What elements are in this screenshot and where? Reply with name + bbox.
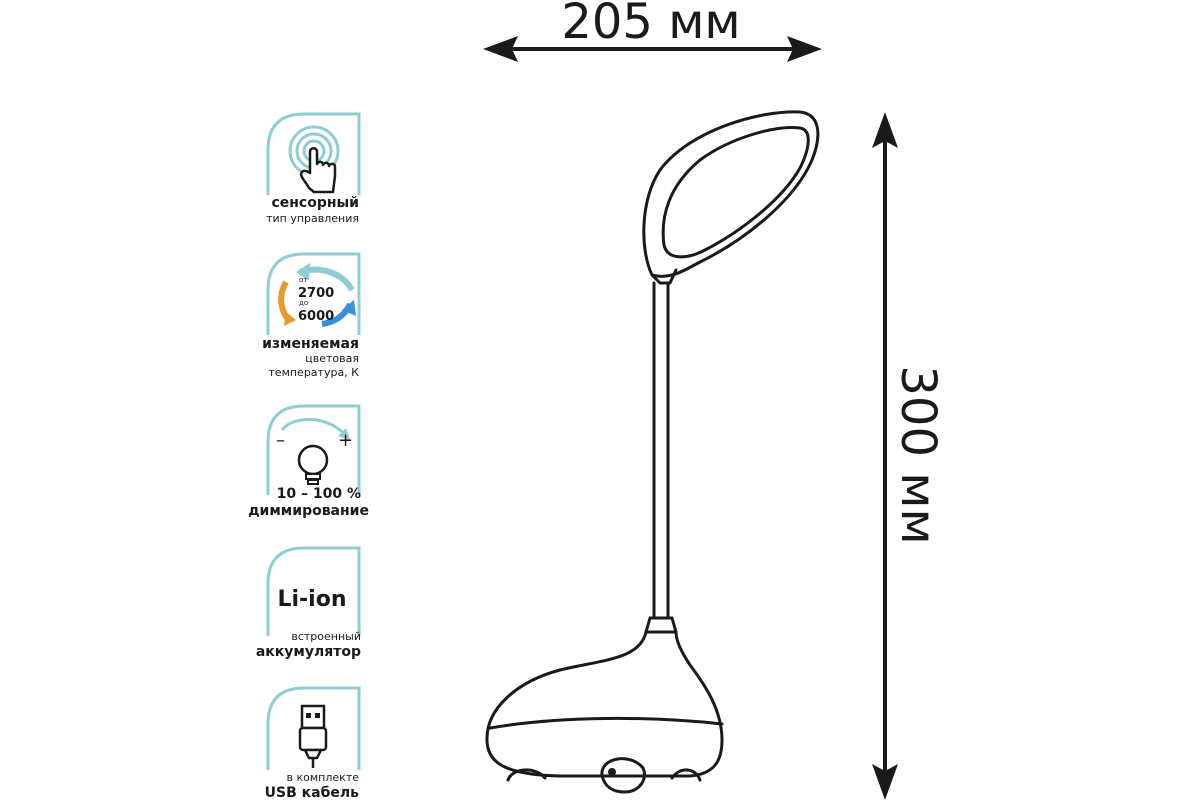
feature-touch-control: сенсорный тип управления [266, 112, 361, 225]
width-label: 205 мм [561, 0, 740, 50]
arrow-left-icon [483, 36, 518, 62]
feature-battery-line1: встроенный [291, 630, 361, 643]
dimming-minus: – [276, 430, 285, 451]
usb-cable-icon [298, 704, 328, 768]
feature-color-temperature: от 2700 до 6000 изменяемая цветовая темп… [262, 252, 361, 379]
feature-dimming-range: 10 – 100 % [277, 486, 361, 502]
feature-dimming-title: диммирование [248, 503, 369, 519]
lamp-collar [644, 616, 678, 634]
feature-battery-title: аккумулятор [256, 644, 361, 660]
feature-battery: Li-ion встроенный аккумулятор [256, 546, 361, 660]
color-temperature-icon: от 2700 до 6000 [278, 263, 356, 327]
arrow-up-icon [872, 112, 898, 148]
feature-usb-line1: в комплекте [287, 771, 360, 784]
lamp-foot-left [506, 768, 547, 782]
lamp-base [485, 630, 724, 778]
height-dimension: 300 мм [872, 112, 946, 800]
temp-from-value: 2700 [298, 286, 334, 301]
feature-temperature-line2: цветовая [305, 352, 359, 365]
feature-touch-subtitle: тип управления [266, 212, 359, 225]
lamp-illustration [485, 110, 820, 794]
feature-touch-title: сенсорный [271, 195, 359, 211]
width-dimension: 205 мм [483, 0, 822, 62]
feature-temperature-title: изменяемая [262, 336, 359, 352]
lamp-base-band [488, 716, 724, 730]
feature-usb-cable: в комплекте USB кабель [265, 686, 361, 800]
feature-dimming: – + 10 – 100 % диммирование [248, 404, 369, 519]
lamp-foot-center-dot [608, 768, 616, 776]
lamp-light-panel [661, 126, 810, 259]
lamp-neck-joint [650, 268, 678, 285]
arrow-down-icon [872, 764, 898, 800]
arrow-right-icon [787, 36, 822, 62]
height-label: 300 мм [890, 365, 946, 544]
feature-usb-title: USB кабель [265, 785, 359, 800]
lamp-foot-right [670, 768, 702, 782]
lamp-foot-center [600, 757, 646, 794]
touch-hand-icon [288, 125, 340, 194]
temp-to-value: 6000 [298, 309, 334, 324]
temp-to-prefix: до [299, 299, 308, 307]
temp-from-prefix: от [299, 276, 307, 284]
lamp-head [642, 110, 820, 278]
battery-text-icon: Li-ion [277, 587, 346, 612]
dimming-bulb-icon: – + [276, 418, 353, 485]
dimming-plus: + [338, 430, 353, 451]
feature-temperature-line3: температура, К [268, 366, 359, 379]
